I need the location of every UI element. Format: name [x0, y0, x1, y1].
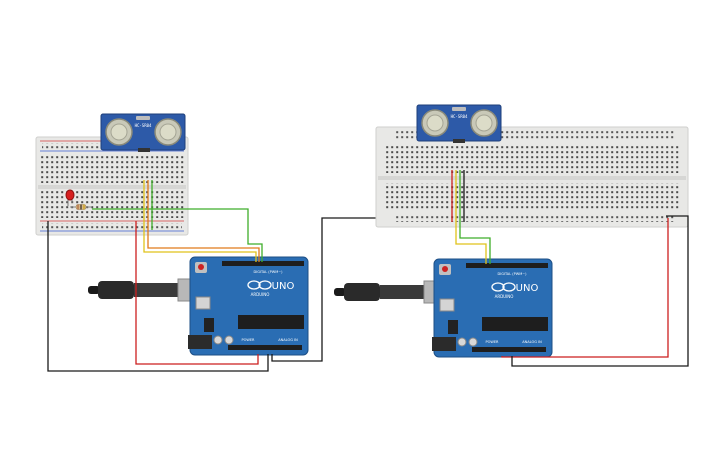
arduino-uno-left[interactable]: DIGITAL (PWM~) POWER ANALOG IN UNO ARDUI… — [188, 256, 309, 356]
led-left[interactable] — [65, 189, 75, 206]
circuit-left: HC-SR04 — [35, 113, 398, 372]
ultrasonic-sensor-left[interactable]: HC-SR04 — [100, 113, 186, 152]
arduino-power-label-right: POWER — [486, 340, 500, 344]
arduino-digital-label-right: DIGITAL (PWM~) — [497, 272, 527, 276]
usb-cable-left[interactable] — [88, 278, 205, 302]
ultrasonic-sensor-right[interactable]: HC-SR04 — [416, 104, 502, 143]
arduino-analog-label-right: ANALOG IN — [522, 340, 542, 344]
resistor-left[interactable] — [70, 204, 92, 210]
breadboard-right[interactable] — [375, 126, 689, 228]
arduino-brand-left: ARDUINO — [251, 292, 270, 297]
sensor-label-right: HC-SR04 — [451, 114, 468, 119]
arduino-analog-label-left: ANALOG IN — [278, 338, 298, 342]
arduino-model-right: UNO — [516, 283, 539, 294]
sensor-label-left: HC-SR04 — [135, 123, 152, 128]
arduino-uno-right[interactable]: DIGITAL (PWM~) POWER ANALOG IN UNO ARDUI… — [432, 258, 553, 358]
wires-left — [47, 180, 398, 372]
arduino-power-label-left: POWER — [242, 338, 256, 342]
arduino-digital-label-left: DIGITAL (PWM~) — [253, 270, 283, 274]
breadboard-left[interactable] — [35, 136, 189, 236]
usb-cable-right[interactable] — [334, 280, 451, 304]
arduino-model-left: UNO — [272, 281, 295, 292]
circuit-right: HC-SR04 DIGITAL (PWM~) POWER ANALOG IN U… — [334, 104, 689, 367]
wires-right — [451, 170, 689, 367]
arduino-brand-right: ARDUINO — [495, 294, 514, 299]
